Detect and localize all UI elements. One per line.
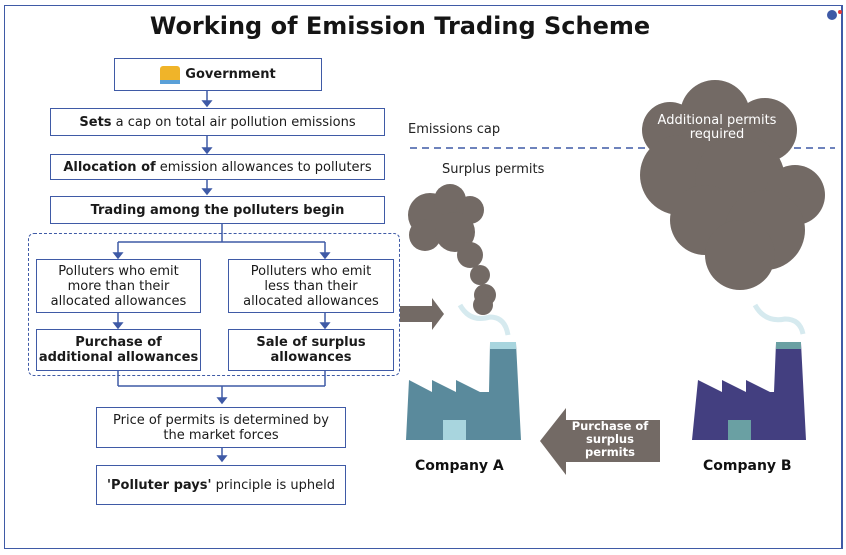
page-title: Working of Emission Trading Scheme: [149, 12, 651, 40]
allocation-text: emission allowances to polluters: [155, 159, 372, 175]
additional-permits-label: Additional permits required: [657, 113, 777, 142]
company-b-label: Company B: [703, 458, 792, 474]
purchase-box: Purchase of additional allowances: [36, 329, 201, 371]
flow-arrows: [112, 91, 331, 463]
price-box: Price of permits is determined by the ma…: [96, 407, 346, 448]
trade-arrow-label: Purchase of surplus permits: [571, 419, 649, 459]
allocation-box: Allocation of emission allowances to pol…: [50, 154, 385, 180]
trading-group: [28, 233, 400, 376]
sale-box: Sale of surplus allowances: [228, 329, 394, 371]
smoke-cloud-a: [408, 184, 496, 315]
surplus-permits-label: Surplus permits: [442, 162, 545, 177]
frame: [4, 5, 843, 549]
government-label: Government: [185, 67, 276, 82]
company-a-label: Company A: [415, 458, 504, 474]
steam-a: [457, 303, 511, 336]
polluter-pays-bold: 'Polluter pays': [107, 477, 212, 493]
factory-b-icon: [692, 342, 806, 440]
trading-box: Trading among the polluters begin: [50, 196, 385, 224]
polluter-pays-box: 'Polluter pays' principle is upheld: [96, 465, 346, 505]
steam-b: [752, 303, 806, 335]
less-emitters-box: Polluters who emit less than their alloc…: [228, 259, 394, 313]
sets-text: a cap on total air pollution emissions: [111, 114, 356, 130]
trade-arrow-icon: [540, 408, 660, 475]
sets-bold: Sets: [79, 114, 112, 130]
sets-cap-box: Sets a cap on total air pollution emissi…: [50, 108, 385, 136]
arrow-to-company-a-icon: [400, 298, 444, 330]
emissions-cap-label: Emissions cap: [408, 122, 501, 137]
factory-a-icon: [406, 342, 521, 440]
government-box: Government: [114, 58, 322, 91]
polluter-pays-text: principle is upheld: [211, 477, 335, 493]
more-emitters-box: Polluters who emit more than their alloc…: [36, 259, 201, 313]
smoke-cloud-b: [640, 80, 825, 290]
government-icon: [160, 65, 181, 84]
allocation-bold: Allocation of: [63, 159, 156, 175]
logo-icon: [827, 10, 842, 20]
